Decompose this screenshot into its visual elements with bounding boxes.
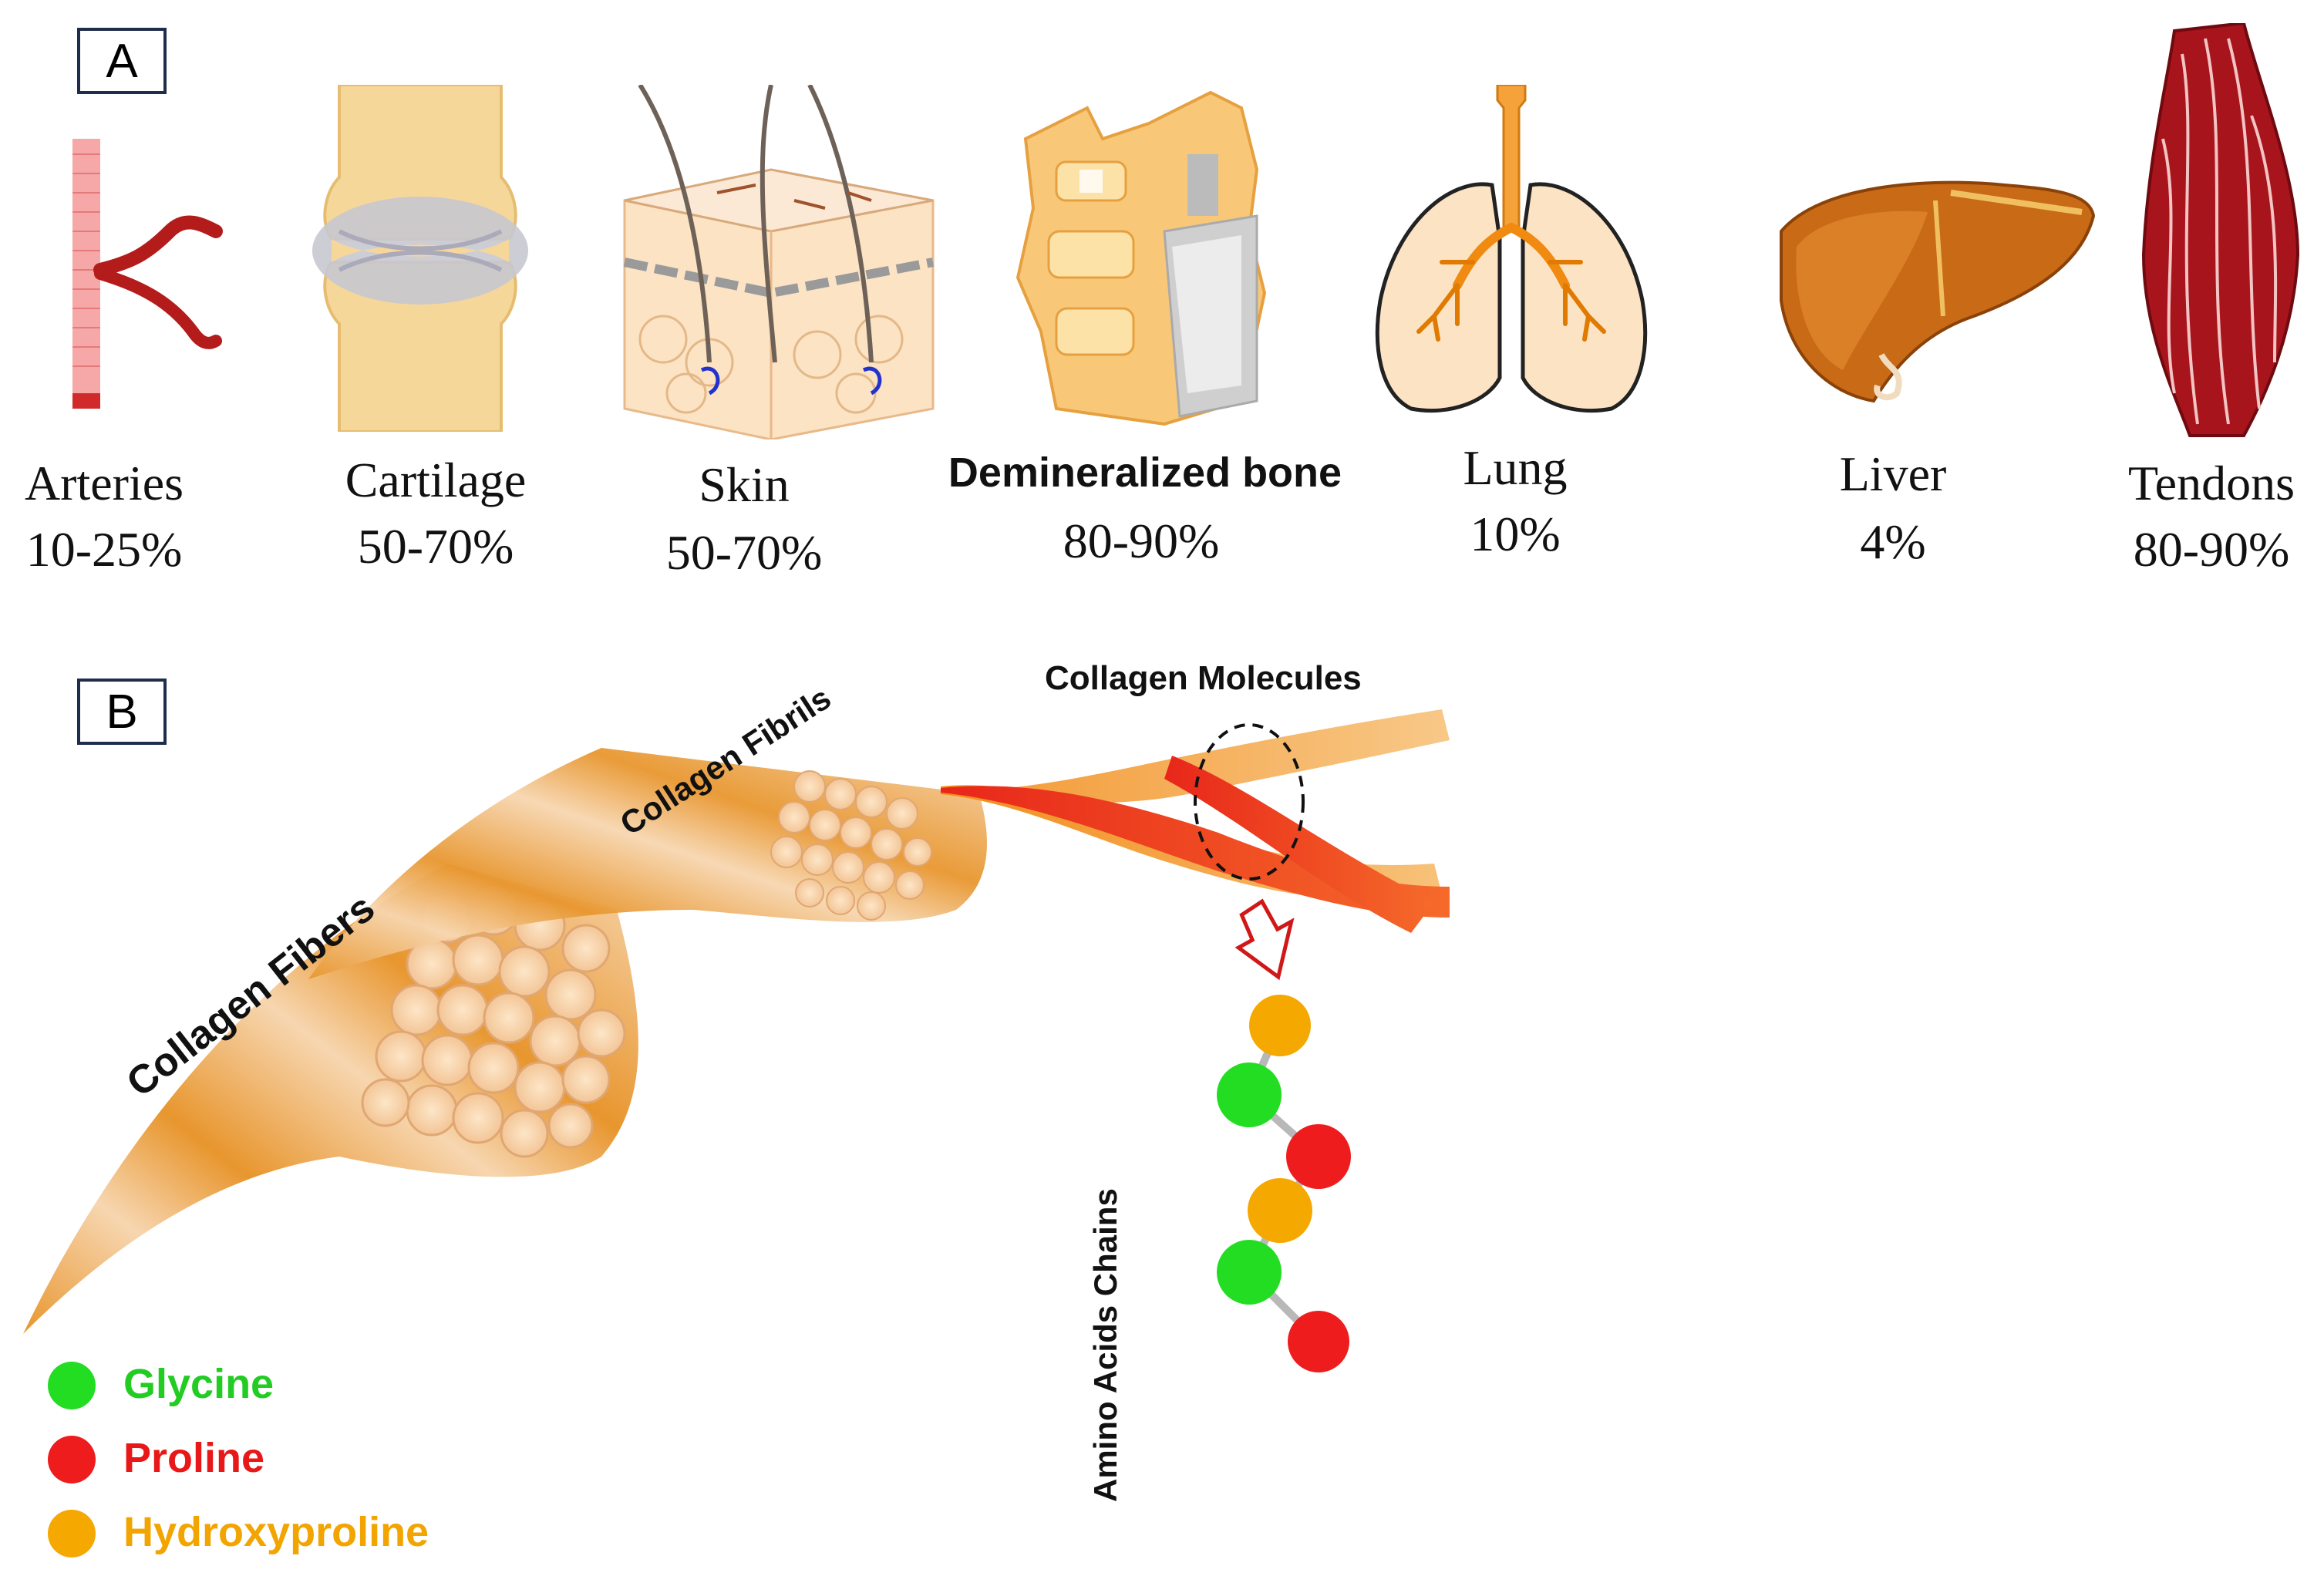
lung-illustration [1365, 85, 1658, 416]
tissue-label-liver: Liver [1839, 446, 1947, 501]
tissue-label-demineralized-bone: Demineralized bone [948, 450, 1342, 496]
tissue-percent-demineralized-bone: 80-90% [1063, 514, 1220, 568]
tissue-percent-skin: 50-70% [665, 525, 823, 580]
panel-b-label: B [77, 679, 167, 745]
tissue-percent-liver: 4% [1860, 514, 1926, 569]
tissue-percent-tendons: 80-90% [2133, 522, 2290, 577]
collagen-hierarchy-illustration [15, 679, 1465, 1372]
amino-acids-chains-label: Amino Acids Chains [1087, 1188, 1123, 1502]
cartilage-illustration [308, 85, 532, 432]
hydroxyproline-legend-label: Hydroxyproline [123, 1509, 429, 1555]
tissue-label-cartilage: Cartilage [345, 453, 527, 507]
skin-illustration [617, 85, 948, 439]
tissue-percent-arteries: 10-25% [25, 522, 183, 577]
proline-legend-marker [48, 1436, 96, 1483]
artery-illustration [62, 139, 231, 416]
tissue-percent-lung: 10% [1470, 507, 1561, 561]
tissue-percent-cartilage: 50-70% [357, 519, 514, 574]
tissue-label-lung: Lung [1463, 440, 1568, 495]
tissue-label-arteries: Arteries [24, 456, 184, 510]
tendon-illustration [2128, 23, 2313, 439]
collagen-molecules-label: Collagen Molecules [1045, 659, 1362, 697]
tissue-label-skin: Skin [699, 457, 790, 512]
liver-illustration [1773, 170, 2097, 409]
tissue-label-tendons: Tendons [2128, 456, 2295, 510]
glycine-legend-label: Glycine [123, 1361, 275, 1407]
hydroxyproline-legend-marker [48, 1510, 96, 1557]
bone-illustration [1010, 77, 1280, 432]
glycine-legend-marker [48, 1362, 96, 1409]
proline-legend-label: Proline [123, 1435, 265, 1481]
panel-a-label: A [77, 28, 167, 94]
